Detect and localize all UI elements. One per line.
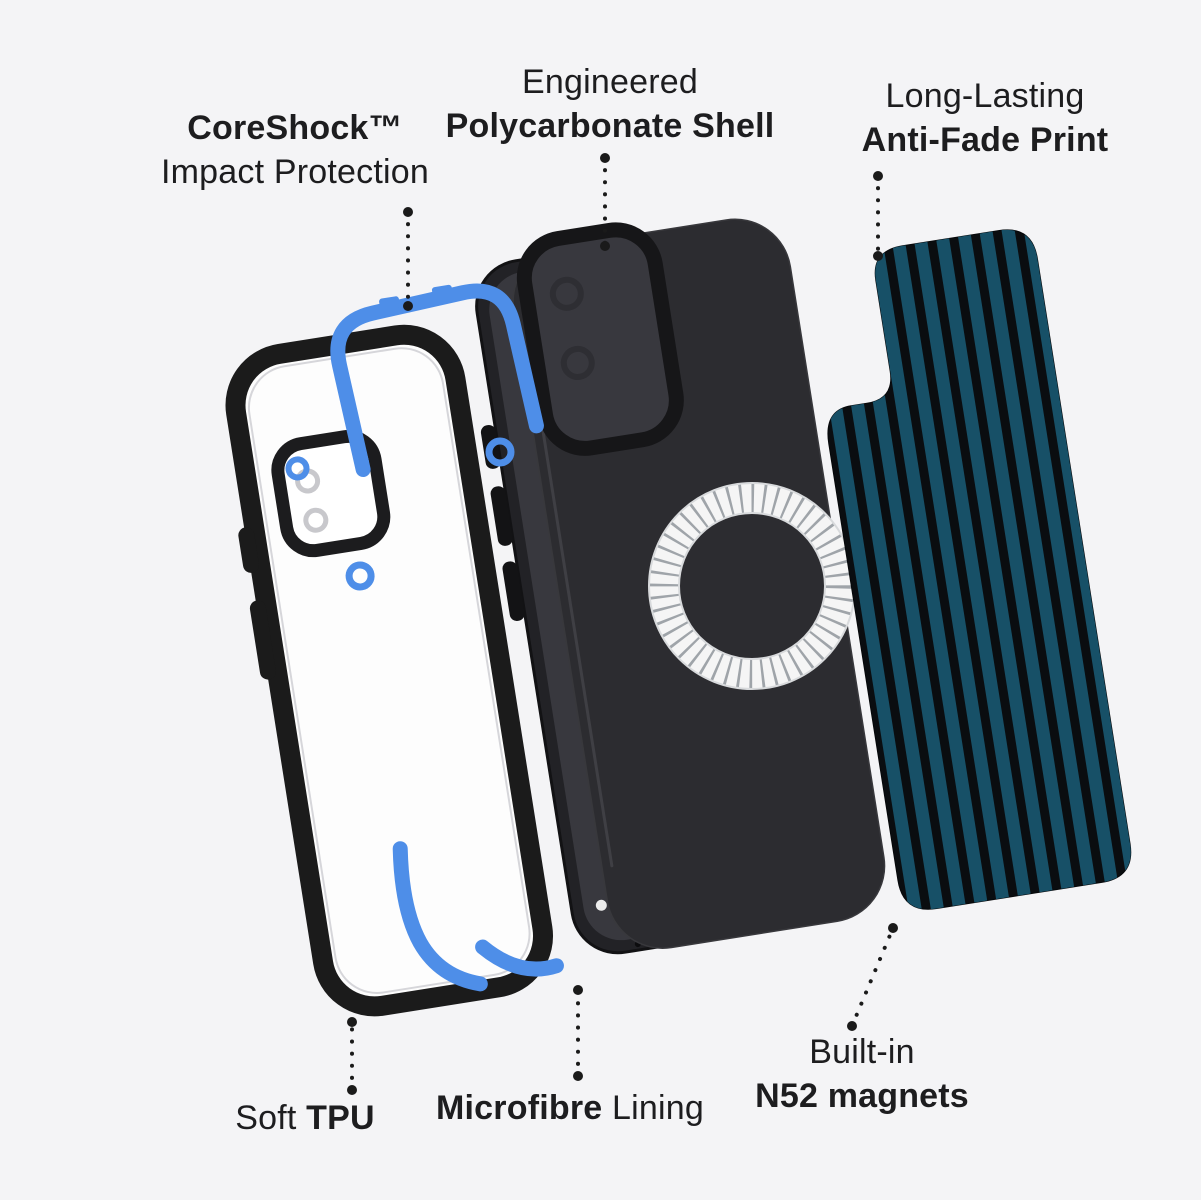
- camera-cutout: [516, 222, 684, 456]
- side-button-icon: [249, 600, 276, 680]
- blue-ring-icon: [485, 437, 515, 467]
- lining-suffix: Lining: [612, 1089, 704, 1127]
- side-button-icon: [490, 486, 513, 546]
- print-title: Anti-Fade Print: [861, 121, 1109, 160]
- label-tpu: Soft TPU: [155, 1096, 455, 1140]
- blue-ring-icon: [285, 456, 310, 481]
- magnets-intro: Built-in: [809, 1033, 915, 1071]
- leader-lining: [573, 985, 583, 1081]
- coreshock-title: CoreShock™: [187, 109, 403, 147]
- label-shell: Engineered Polycarbonate Shell: [395, 60, 825, 148]
- magnets-title: N52 magnets: [755, 1077, 969, 1116]
- leader-print: [873, 171, 883, 261]
- leader-shell: [600, 153, 610, 251]
- mic-hole-icon: [595, 899, 607, 911]
- printed-back-plate: [804, 225, 1136, 914]
- leader-magnets: [847, 923, 898, 1031]
- magsafe-ring-icon: [648, 482, 856, 690]
- lining-title: Microfibre: [436, 1089, 603, 1127]
- label-magnets: Built-in N52 magnets: [660, 1030, 1064, 1118]
- shell-intro: Engineered: [522, 63, 698, 101]
- leader-coreshock: [403, 207, 413, 311]
- leader-tpu: [347, 1017, 357, 1095]
- side-button-icon: [238, 527, 260, 573]
- label-coreshock: CoreShock™ Impact Protection: [75, 106, 515, 194]
- coreshock-subtitle: Impact Protection: [161, 153, 429, 192]
- camera-frame: [271, 429, 391, 558]
- coreshock-insert: [330, 283, 564, 992]
- shell-title: Polycarbonate Shell: [445, 107, 775, 146]
- stripe-print: [804, 225, 1136, 914]
- print-intro: Long-Lasting: [885, 77, 1085, 115]
- tpu-intro: Soft: [235, 1099, 297, 1137]
- label-lining: Microfibre Lining: [370, 1086, 770, 1130]
- blue-ring-icon: [345, 561, 375, 591]
- side-button-icon: [502, 561, 525, 621]
- label-print: Long-Lasting Anti-Fade Print: [770, 74, 1200, 162]
- tpu-title: TPU: [306, 1099, 375, 1137]
